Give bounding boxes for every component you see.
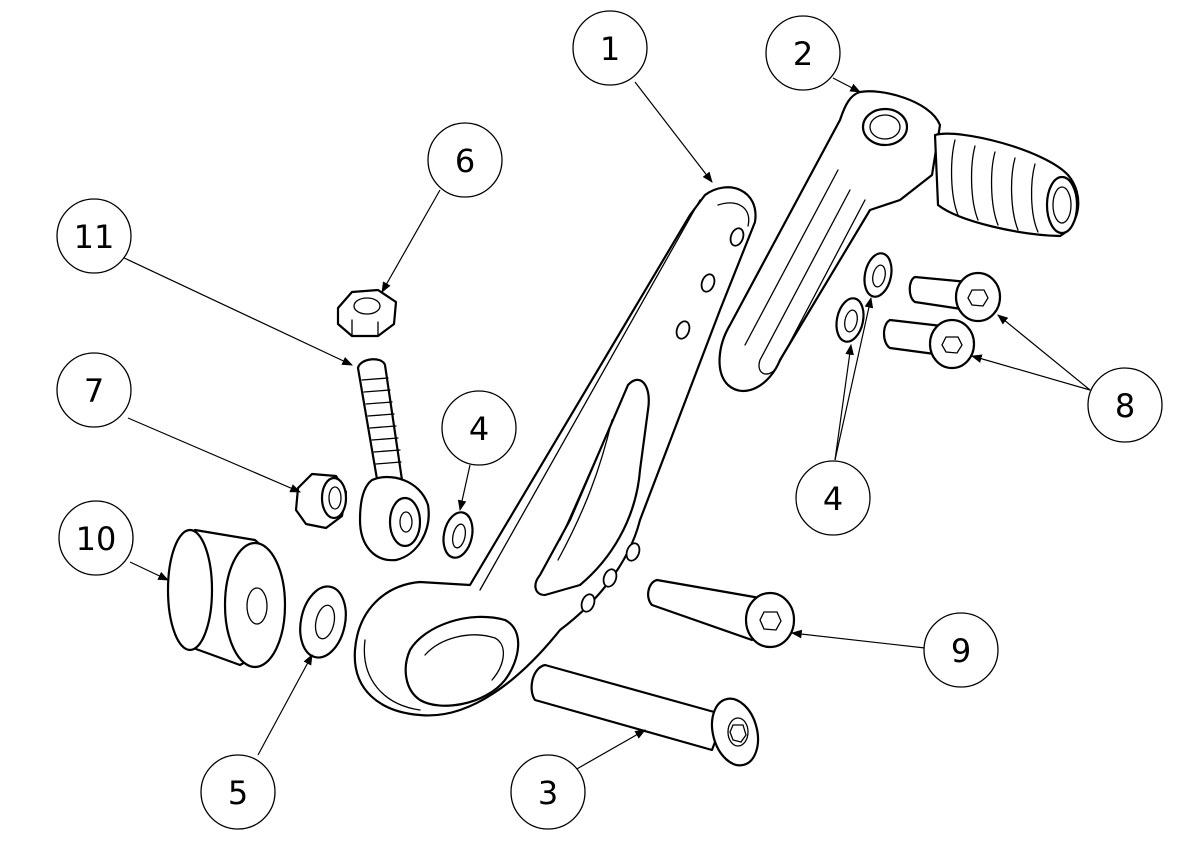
part-4-washer-right-b <box>863 252 893 298</box>
leader-10 <box>129 561 169 581</box>
callout-2: 2 <box>765 15 841 91</box>
callout-11-number: 11 <box>74 218 115 256</box>
leader-7 <box>127 417 301 493</box>
part-4-washer-left <box>442 511 474 559</box>
callout-6: 6 <box>427 122 503 198</box>
callout-7: 7 <box>56 352 132 428</box>
part-9-screw <box>647 578 796 649</box>
callout-2-number: 2 <box>793 35 813 73</box>
callout-4b-number: 4 <box>823 480 843 518</box>
part-1-bracket <box>353 186 757 717</box>
callout-7-number: 7 <box>84 372 104 410</box>
callout-4a: 4 <box>441 390 517 466</box>
callout-4b: 4 <box>795 460 871 536</box>
callout-3-number: 3 <box>538 774 558 812</box>
part-11-rod-end <box>356 358 430 562</box>
leader-11 <box>119 255 353 366</box>
callout-3: 3 <box>510 754 586 830</box>
callout-5-number: 5 <box>228 774 248 812</box>
callout-6-number: 6 <box>455 142 475 180</box>
callout-10: 10 <box>58 500 134 576</box>
callout-9-number: 9 <box>951 632 971 670</box>
callout-4a-number: 4 <box>469 410 489 448</box>
part-5-spacer <box>299 585 347 659</box>
callout-10-number: 10 <box>76 520 117 558</box>
callout-1-number: 1 <box>600 30 620 68</box>
part-7-locknut <box>294 472 348 530</box>
part-3-bolt <box>530 663 760 767</box>
leader-9 <box>790 629 926 649</box>
part-10-bushing <box>166 528 287 669</box>
leader-3 <box>574 729 646 771</box>
callout-11: 11 <box>56 198 132 274</box>
callout-5: 5 <box>200 754 276 830</box>
leader-lines <box>119 77 1091 771</box>
leader-8-upper <box>997 314 1091 391</box>
leader-5 <box>257 654 313 756</box>
leader-4b-2 <box>834 296 874 461</box>
part-8-screw-lower <box>882 318 976 370</box>
leader-6 <box>381 189 441 293</box>
callout-1: 1 <box>572 10 648 86</box>
callout-8-number: 8 <box>1115 387 1135 425</box>
leader-8-lower <box>970 354 1091 391</box>
leader-2 <box>832 77 861 93</box>
part-4-washer-right-a <box>835 297 865 343</box>
leader-1 <box>634 81 713 183</box>
part-6-nut <box>336 288 398 338</box>
part-8-screw-upper <box>908 271 1002 323</box>
callout-9: 9 <box>923 612 999 688</box>
callout-8: 8 <box>1087 367 1163 443</box>
part-2-lever <box>718 90 1080 392</box>
leader-4a <box>457 464 471 512</box>
leader-4b-1 <box>834 343 854 461</box>
